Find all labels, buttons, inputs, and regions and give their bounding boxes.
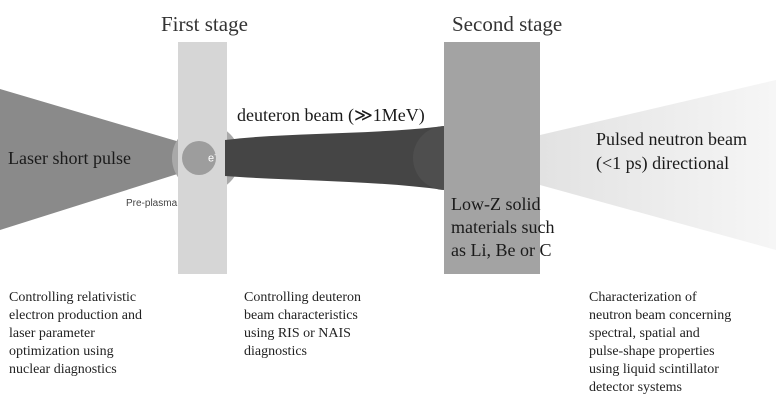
deuteron-beam xyxy=(225,126,445,190)
second-stage-title: Second stage xyxy=(452,12,563,36)
caption-line: using liquid scintillator xyxy=(589,362,719,377)
caption-line: detector systems xyxy=(589,380,682,395)
caption-line: neutron beam concerning xyxy=(589,308,732,323)
caption-line: optimization using xyxy=(9,344,114,359)
caption-line: Controlling relativistic xyxy=(9,290,137,305)
laser-label: Laser short pulse xyxy=(8,148,131,168)
caption-second-stage: Characterization of neutron beam concern… xyxy=(589,289,731,397)
first-stage-title: First stage xyxy=(161,12,248,36)
caption-line: pulse-shape properties xyxy=(589,344,715,359)
converter-label-line: Low-Z solid xyxy=(451,194,541,214)
caption-first-stage: Controlling relativistic electron produc… xyxy=(9,289,142,379)
neutron-cone xyxy=(540,80,776,250)
neutron-beam-label: Pulsed neutron beam (<1 ps) directional xyxy=(596,127,747,175)
preplasma-core xyxy=(182,141,216,175)
caption-deuteron: Controlling deuteron beam characteristic… xyxy=(244,289,361,361)
electron-label: e- xyxy=(208,152,217,165)
caption-line: spectral, spatial and xyxy=(589,326,700,341)
caption-line: laser parameter xyxy=(9,326,95,341)
caption-line: Controlling deuteron xyxy=(244,290,362,305)
converter-block xyxy=(444,42,540,274)
caption-line: electron production and xyxy=(9,308,142,323)
caption-line: nuclear diagnostics xyxy=(9,362,117,377)
laser-cone xyxy=(0,89,190,230)
neutron-label-line: Pulsed neutron beam xyxy=(596,129,747,149)
caption-line: using RIS or NAIS xyxy=(244,326,351,341)
caption-line: Characterization of xyxy=(589,290,697,305)
caption-line: diagnostics xyxy=(244,344,307,359)
converter-label: Low-Z solid materials such as Li, Be or … xyxy=(451,193,554,262)
converter-label-line: as Li, Be or C xyxy=(451,240,552,260)
neutron-label-line: (<1 ps) directional xyxy=(596,153,730,173)
converter-label-line: materials such xyxy=(451,217,555,237)
caption-line: beam characteristics xyxy=(244,308,358,323)
preplasma-label: Pre-plasma xyxy=(126,198,178,209)
deuteron-beam-label: deuteron beam (≫1MeV) xyxy=(237,105,425,125)
